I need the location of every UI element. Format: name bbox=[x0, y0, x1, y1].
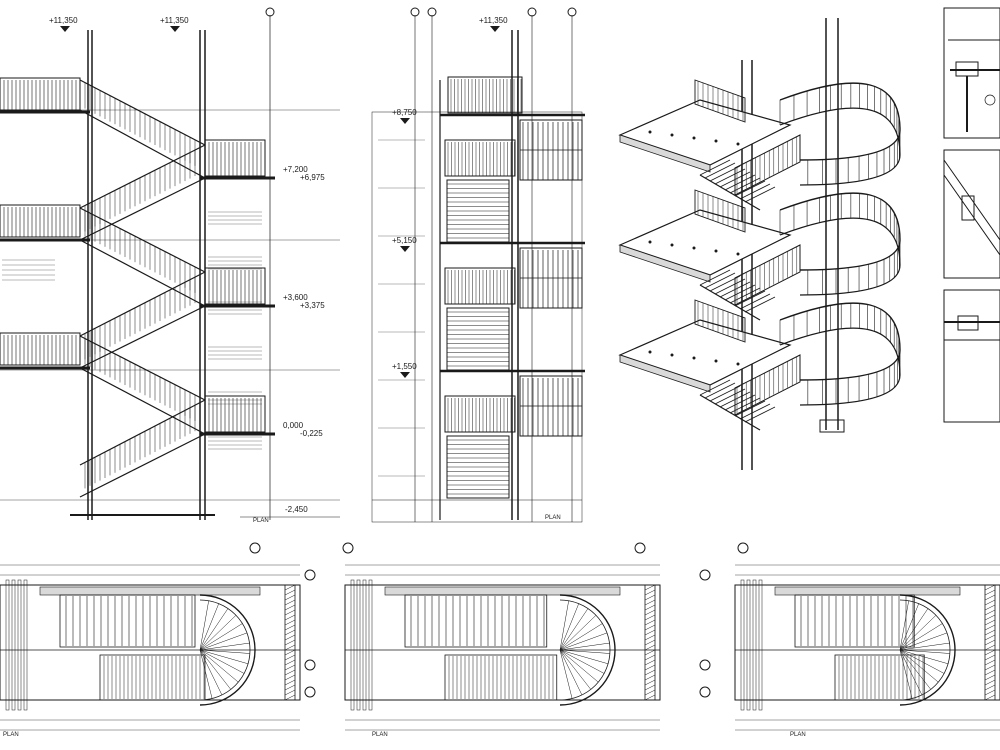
level-label: +11,350 bbox=[49, 16, 78, 25]
level-label: +6,975 bbox=[300, 173, 325, 182]
level-markers-left: +11,350 +11,350 +7,200 +6,975 +3,600 +3,… bbox=[49, 16, 325, 524]
railing-right bbox=[204, 139, 266, 433]
level-markers-middle: +11,350 +8,750 +5,150 +1,550 PLAN bbox=[392, 16, 561, 521]
level-label: +3,600 bbox=[283, 293, 308, 302]
level-label: +3,375 bbox=[300, 301, 325, 310]
elevation-middle-hatching bbox=[378, 79, 582, 495]
plan-views bbox=[0, 564, 1000, 731]
isometric-view bbox=[618, 18, 901, 470]
plan-titles: PLAN PLAN PLAN bbox=[3, 732, 806, 738]
elevation-title: PLAN bbox=[253, 518, 269, 524]
elevation-title: PLAN bbox=[545, 515, 561, 521]
level-label: +11,350 bbox=[160, 16, 189, 25]
detail-panels bbox=[943, 7, 1000, 423]
plan-title: PLAN bbox=[3, 732, 19, 738]
level-label: 0,000 bbox=[283, 421, 304, 430]
level-label: +11,350 bbox=[479, 16, 508, 25]
level-label: +5,150 bbox=[392, 236, 417, 245]
level-label: +1,550 bbox=[392, 362, 417, 371]
level-label: +7,200 bbox=[283, 165, 308, 174]
plan-title: PLAN bbox=[790, 732, 806, 738]
level-label: +8,750 bbox=[392, 108, 417, 117]
level-label: -0,225 bbox=[300, 429, 323, 438]
stair-flights-left bbox=[79, 79, 206, 498]
plan-title: PLAN bbox=[372, 732, 388, 738]
elevation-left-hatching bbox=[2, 80, 262, 489]
grid-bubbles bbox=[249, 542, 749, 698]
level-label: -2,450 bbox=[285, 505, 308, 514]
